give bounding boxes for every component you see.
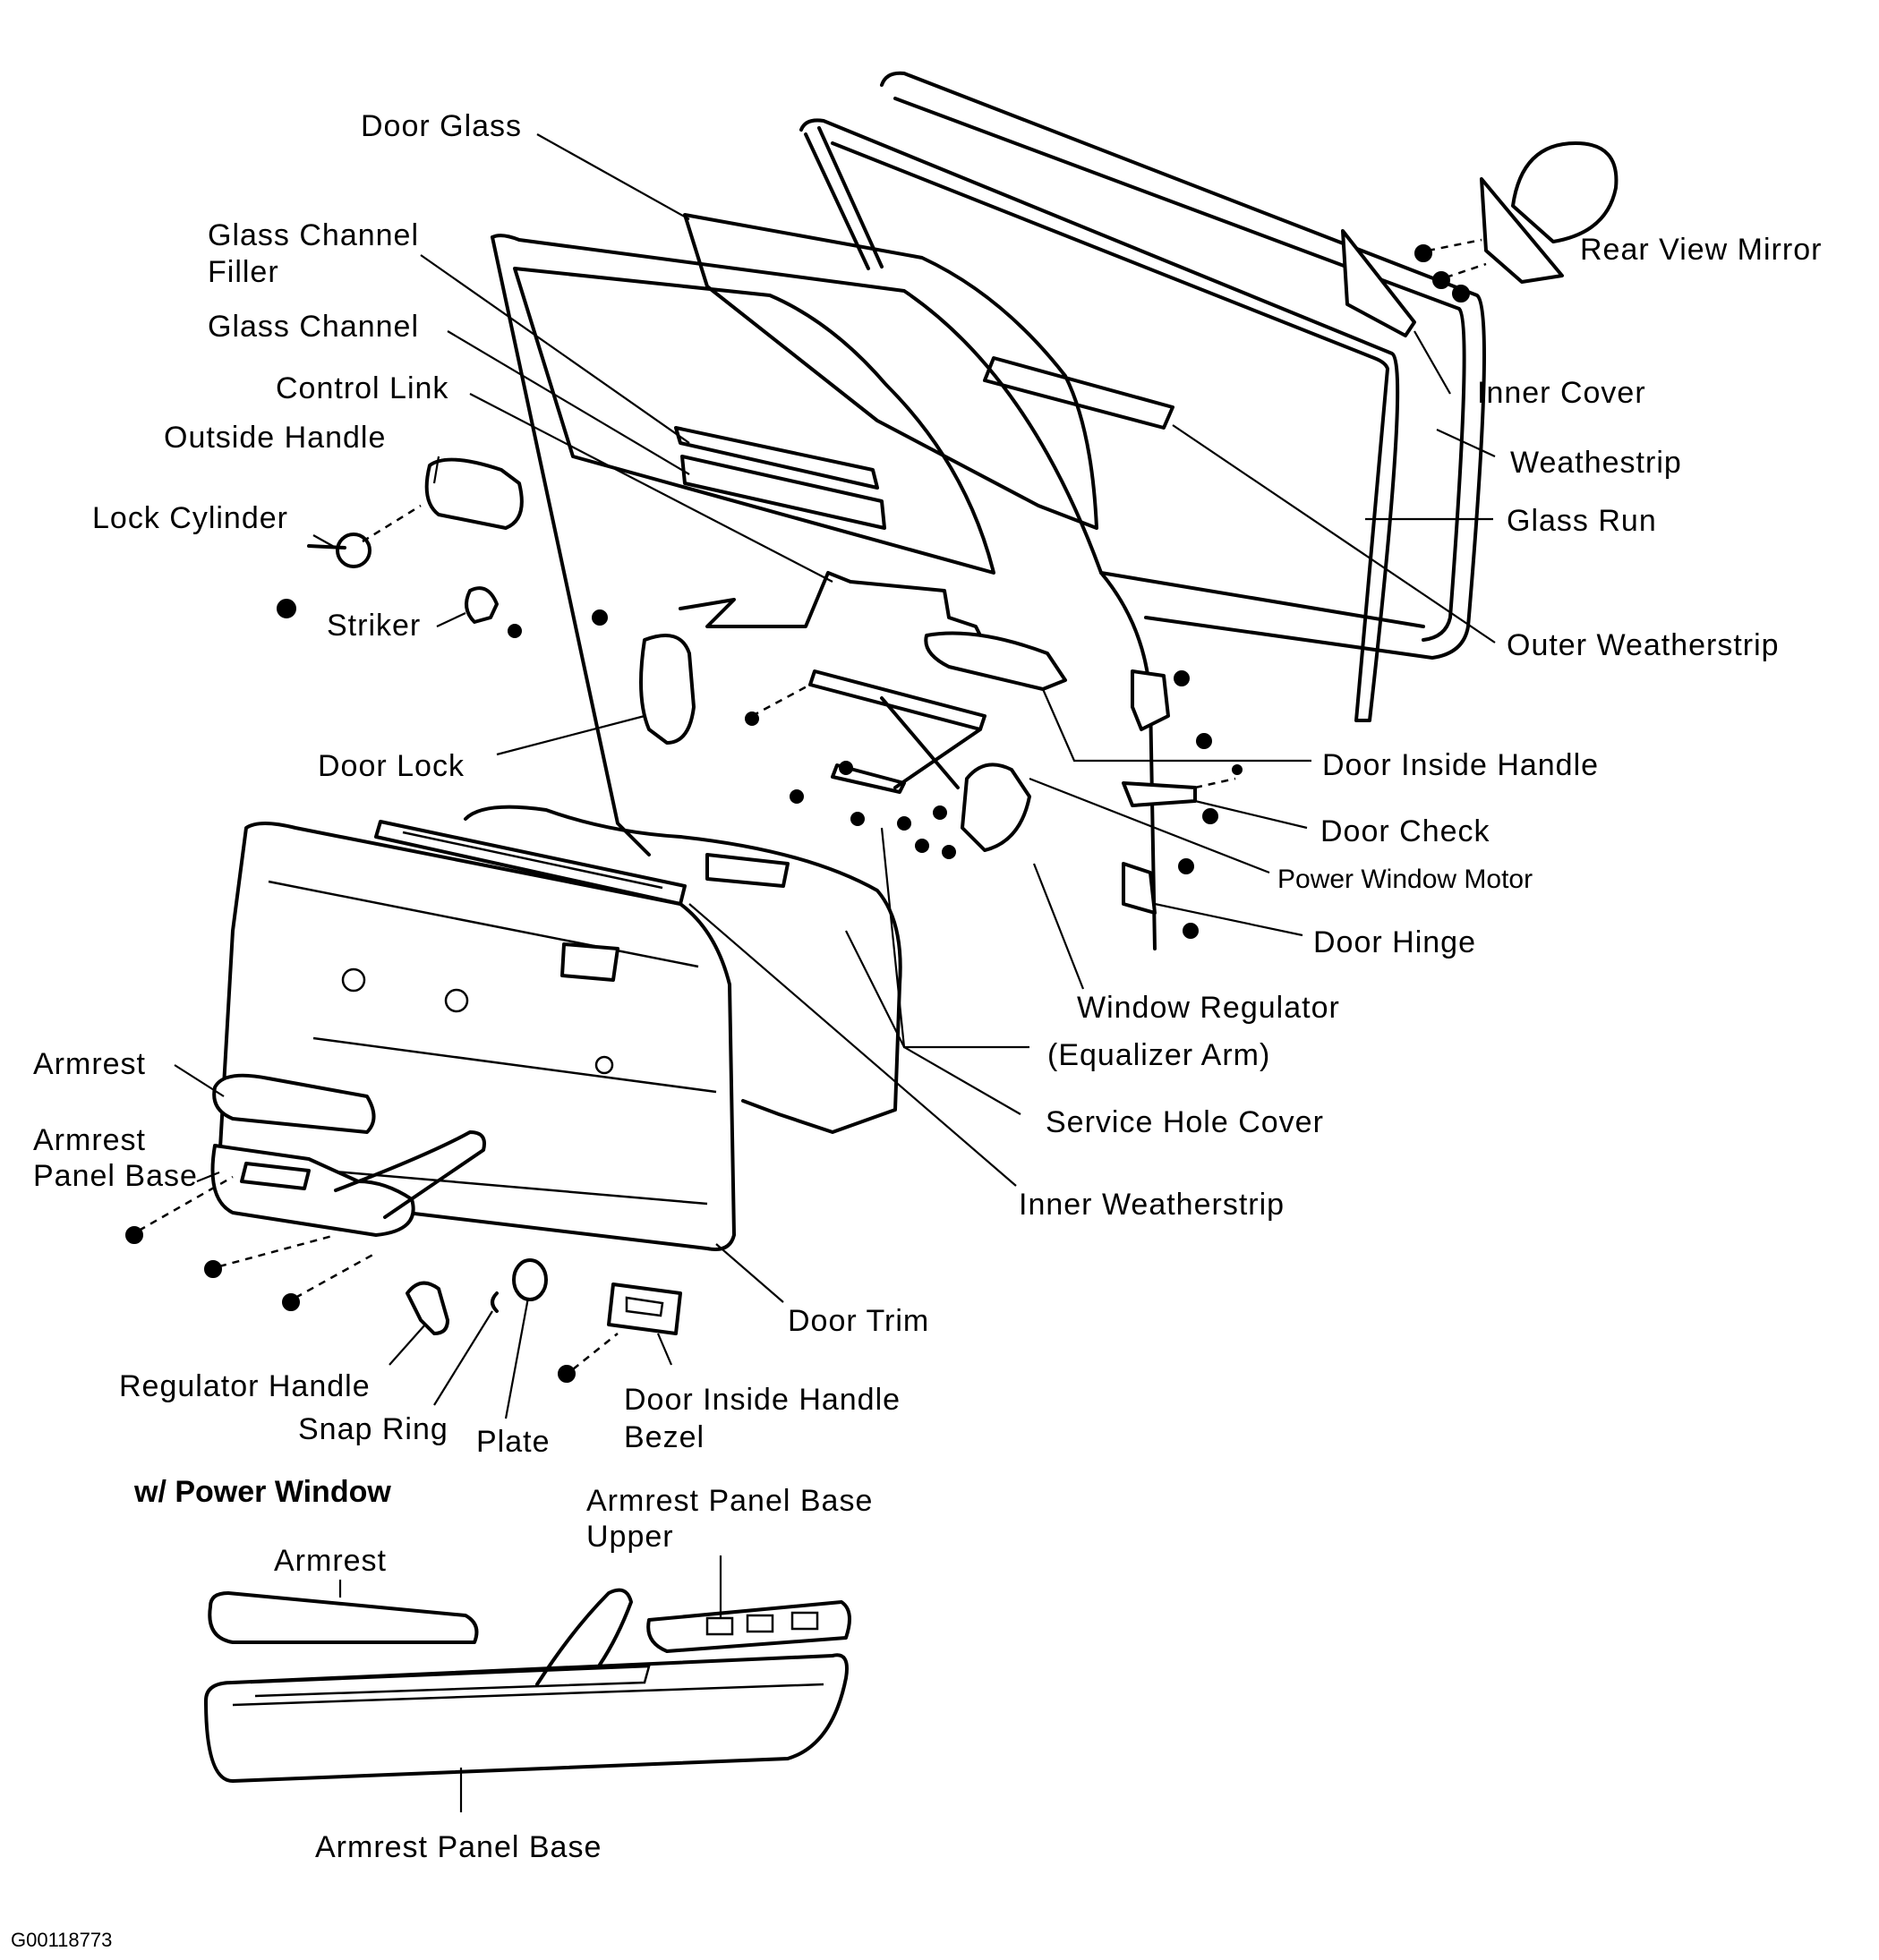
door-inside-handle-bezel-part	[558, 1283, 682, 1383]
armrest-part	[138, 1073, 486, 1300]
figure-code: G00118773	[11, 1929, 112, 1951]
label-door-inside-handle-bezel-line2: Bezel	[624, 1420, 705, 1454]
door-check-part	[1122, 777, 1236, 807]
label-inner-weatherstrip: Inner Weatherstrip	[1019, 1188, 1285, 1222]
fastener-bolts	[277, 599, 1243, 939]
door-shell-part	[491, 234, 1425, 950]
label-outer-weatherstrip: Outer Weatherstrip	[1507, 628, 1780, 662]
label-window-regulator: Window Regulator	[1077, 991, 1340, 1025]
label-outside-handle: Outside Handle	[164, 421, 386, 455]
inset-label-armrest-panel-base: Armrest Panel Base	[315, 1830, 602, 1864]
plate-part	[512, 1258, 548, 1301]
regulator-handle-part	[406, 1281, 449, 1335]
rear-view-mirror-part	[1341, 141, 1619, 337]
label-weathestrip: Weathestrip	[1510, 446, 1682, 480]
inset-labels: w/ Power Window Armrest Armrest Panel Ba…	[133, 1475, 873, 1864]
label-armrest: Armrest	[33, 1047, 146, 1081]
label-regulator-handle: Regulator Handle	[119, 1369, 371, 1403]
striker-part	[465, 586, 499, 624]
inset-label-armrest-panel-base-upper-line1: Armrest Panel Base	[586, 1484, 873, 1518]
power-window-motor-part	[961, 763, 1031, 852]
label-service-hole-cover: Service Hole Cover	[1046, 1105, 1324, 1139]
label-door-hinge: Door Hinge	[1313, 925, 1476, 959]
glass-channel-part	[674, 426, 886, 530]
glass-run-part	[799, 118, 1400, 722]
door-lock-part	[639, 634, 696, 745]
inset-armrest-part	[208, 1591, 479, 1644]
label-equalizer-arm: (Equalizer Arm)	[1047, 1038, 1270, 1072]
label-power-window-motor: Power Window Motor	[1277, 865, 1533, 894]
label-door-inside-handle: Door Inside Handle	[1322, 748, 1599, 782]
mirror-bolts	[1414, 244, 1470, 303]
control-link-part	[679, 571, 986, 646]
label-door-glass: Door Glass	[361, 109, 522, 143]
label-door-inside-handle-bezel-line1: Door Inside Handle	[624, 1383, 901, 1417]
label-glass-channel: Glass Channel	[208, 310, 419, 344]
outer-weatherstrip-part	[983, 356, 1174, 430]
door-inside-handle-part	[924, 631, 1067, 691]
label-lock-cylinder: Lock Cylinder	[92, 501, 288, 535]
label-glass-run: Glass Run	[1507, 504, 1657, 538]
label-door-lock: Door Lock	[318, 749, 465, 783]
inset-heading: w/ Power Window	[133, 1475, 391, 1509]
door-hinge-part	[1122, 669, 1170, 915]
service-hole-cover-part	[464, 805, 902, 1134]
label-rear-view-mirror: Rear View Mirror	[1580, 233, 1822, 267]
part-labels: Door Glass Glass Channel Filler Glass Ch…	[33, 109, 1822, 1459]
inset-label-armrest-panel-base-upper-line2: Upper	[586, 1520, 674, 1554]
label-control-link: Control Link	[276, 371, 448, 405]
window-regulator-part	[751, 669, 986, 794]
label-armrest-panel-base-line2: Panel Base	[33, 1159, 198, 1193]
inset-armrest-panel-base-upper-part	[646, 1600, 851, 1653]
weatherstrip-part	[880, 71, 1486, 660]
label-striker: Striker	[327, 609, 421, 643]
inset-armrest-panel-base-part	[204, 1588, 849, 1783]
label-snap-ring: Snap Ring	[298, 1412, 448, 1446]
door-trim-part	[215, 822, 790, 1251]
label-inner-cover: Inner Cover	[1477, 376, 1646, 410]
label-plate: Plate	[476, 1425, 551, 1459]
outside-handle-part	[424, 457, 524, 530]
inset-label-armrest: Armrest	[274, 1544, 387, 1578]
label-glass-channel-filler-line1: Glass Channel	[208, 218, 419, 252]
lock-cylinder-part	[307, 504, 422, 568]
label-door-trim: Door Trim	[788, 1304, 929, 1338]
armrest-screws	[125, 1226, 300, 1311]
label-glass-channel-filler-line2: Filler	[208, 255, 279, 289]
leader-lines	[174, 133, 1496, 1812]
label-door-check: Door Check	[1320, 814, 1490, 848]
snap-ring-part	[491, 1291, 499, 1313]
label-armrest-panel-base-line1: Armrest	[33, 1123, 146, 1157]
